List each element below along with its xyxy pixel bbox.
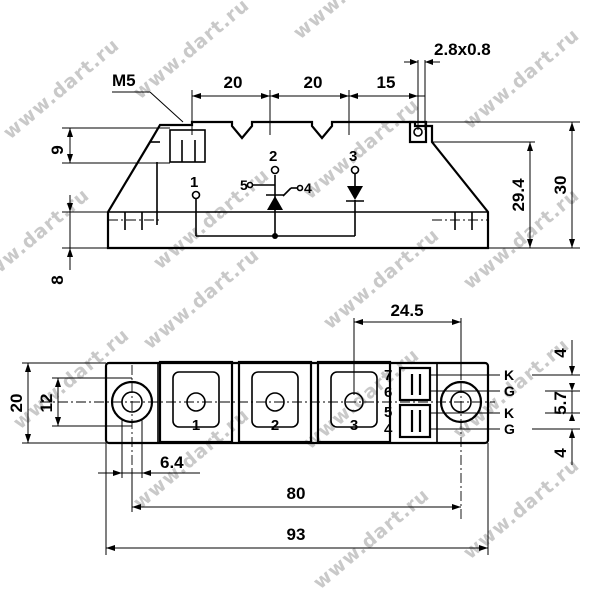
dim-base-height: 8 — [48, 275, 67, 284]
terminal-pad-1 — [172, 371, 220, 428]
side-view: 20 20 15 2.8x0.8 M5 — [48, 40, 580, 285]
watermark-text: www.dart.ru — [319, 224, 444, 334]
dim-height-inner: 29.4 — [509, 178, 528, 212]
arrow — [340, 93, 349, 99]
arrow — [25, 434, 31, 443]
arrow — [261, 93, 270, 99]
dim-height-total: 30 — [551, 176, 570, 195]
module-body — [106, 120, 490, 250]
arrow — [106, 545, 115, 551]
arrow — [425, 59, 433, 65]
terminal-block-1 — [158, 360, 234, 444]
dim-hole-spacing: 12 — [37, 394, 56, 413]
thread-label: M5 — [112, 71, 136, 90]
leader-line — [149, 91, 184, 123]
aux-letter-g1: G — [504, 383, 515, 399]
dim-right-spacing: 20 — [304, 73, 323, 92]
arrow — [527, 142, 533, 151]
dim-pin-span: 24.5 — [390, 301, 423, 320]
arrow — [452, 504, 461, 510]
junction-dot — [272, 233, 278, 239]
dim-top-height: 9 — [48, 145, 67, 154]
terminal-node — [270, 165, 280, 175]
watermark-text: www.dart.ru — [309, 484, 434, 591]
dim-pitch-top: 4 — [551, 348, 570, 358]
aux-num-6: 6 — [384, 384, 392, 401]
aux-label-5: 5 — [240, 177, 248, 193]
dim-hole-offset: 6.4 — [160, 453, 184, 472]
gate-wire — [282, 187, 292, 197]
arrow — [142, 470, 151, 476]
terminal-num-1: 1 — [192, 417, 200, 434]
aux-letter-g2: G — [504, 421, 515, 437]
arrow — [192, 93, 201, 99]
arrow — [569, 239, 575, 248]
arrow — [569, 429, 575, 438]
dim-edge-spacing: 15 — [377, 73, 396, 92]
arrow — [132, 504, 141, 510]
terminal-node — [350, 165, 360, 175]
top-view: 1 2 3 7 6 5 4 K G K G 24.5 — [7, 301, 580, 555]
watermark-text: www.dart.ru — [289, 0, 414, 44]
arrow — [113, 470, 122, 476]
arrow — [67, 154, 73, 163]
thyristor-symbol — [267, 196, 283, 210]
dim-mount-spacing: 80 — [287, 484, 306, 503]
dim-terminal-size: 2.8x0.8 — [434, 40, 491, 59]
dim-left-spacing: 20 — [224, 73, 243, 92]
arrow — [67, 248, 73, 257]
watermark-text: www.dart.ru — [429, 0, 554, 4]
cathode-node — [246, 181, 254, 189]
arrow — [452, 319, 461, 325]
aux-num-5: 5 — [384, 404, 392, 421]
watermark-text: www.dart.ru — [459, 454, 584, 564]
arrow — [67, 128, 73, 137]
diode-symbol — [347, 186, 363, 200]
arrow — [55, 378, 61, 387]
arrow — [409, 93, 418, 99]
screw-terminal — [169, 129, 206, 163]
aux-connector-upper — [398, 366, 432, 402]
dim-pitch-bottom: 4 — [551, 448, 570, 458]
terminal-label-2: 2 — [269, 148, 277, 165]
dim-length: 93 — [287, 525, 306, 544]
dim-pitch-mid: 5.7 — [551, 391, 570, 415]
aux-letter-k1: K — [504, 367, 514, 383]
arrow — [479, 545, 488, 551]
arrow — [569, 413, 575, 421]
gate-node — [296, 184, 304, 192]
terminal-label-1: 1 — [190, 174, 198, 191]
terminal-num-3: 3 — [350, 417, 358, 434]
arrow — [569, 122, 575, 131]
aux-terminal-hole — [413, 127, 423, 137]
aux-label-4: 4 — [304, 180, 312, 196]
terminal-label-3: 3 — [349, 148, 357, 165]
arrow — [527, 239, 533, 248]
aux-num-7: 7 — [384, 367, 392, 384]
arrow — [569, 366, 575, 375]
aux-terminal — [408, 120, 428, 144]
arrow — [354, 319, 363, 325]
arrow — [410, 59, 418, 65]
dim-width: 20 — [7, 394, 26, 413]
terminal-pad-2 — [251, 371, 299, 428]
aux-letter-k2: K — [504, 405, 514, 421]
arrow — [569, 383, 575, 391]
arrow — [25, 363, 31, 372]
terminal-node — [191, 190, 201, 200]
arrow — [270, 93, 279, 99]
watermark-text: www.dart.ru — [0, 184, 94, 294]
aux-num-4: 4 — [384, 421, 393, 438]
arrow — [55, 417, 61, 426]
terminal-num-2: 2 — [271, 417, 279, 434]
aux-connector-lower — [398, 403, 432, 439]
arrow — [67, 203, 73, 212]
watermark-text: www.dart.ru — [0, 34, 124, 144]
arrow — [349, 93, 358, 99]
